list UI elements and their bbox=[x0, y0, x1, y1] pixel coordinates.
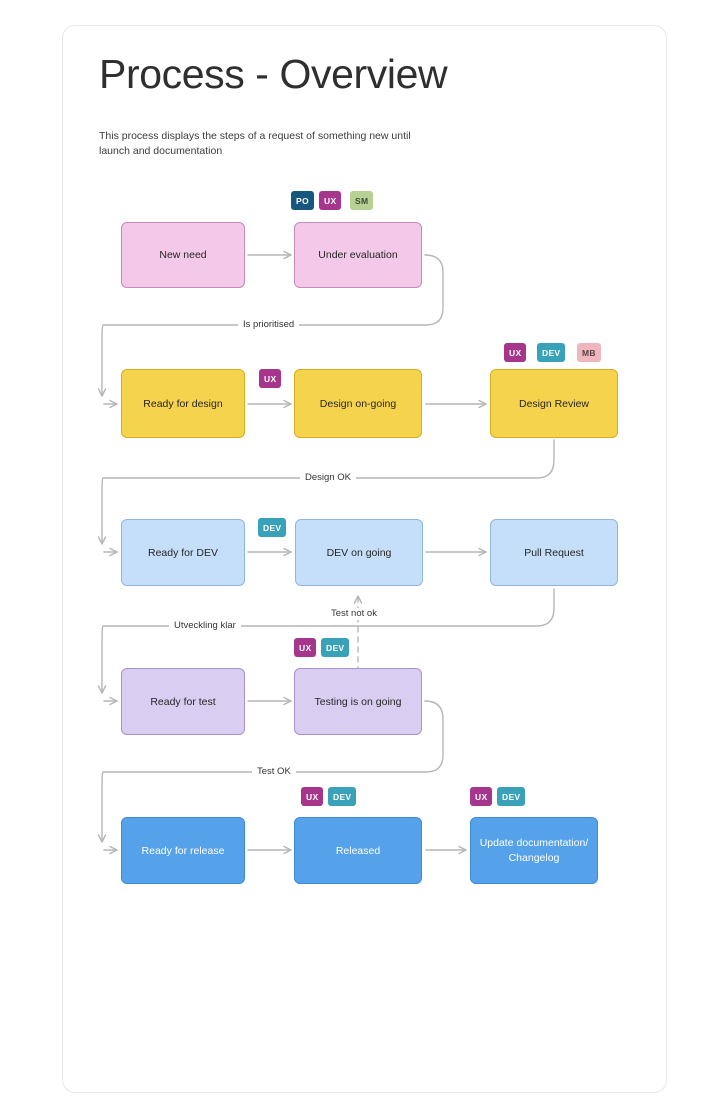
page-subtitle: This process displays the steps of a req… bbox=[99, 130, 411, 157]
node-ready-for-test[interactable]: Ready for test bbox=[121, 668, 245, 735]
tag-ux-design-transition[interactable]: UX bbox=[259, 369, 282, 388]
tag-dev-dev-transition[interactable]: DEV bbox=[258, 518, 287, 537]
page-title: Process - Overview bbox=[99, 51, 448, 97]
edge-label-is-prioritised: Is prioritised bbox=[238, 319, 300, 331]
node-under-evaluation[interactable]: Under evaluation bbox=[294, 222, 422, 288]
node-pull-request[interactable]: Pull Request bbox=[490, 519, 618, 586]
node-design-on-going[interactable]: Design on-going bbox=[294, 369, 422, 438]
edge-label-test-ok: Test OK bbox=[252, 766, 296, 778]
node-new-need[interactable]: New need bbox=[121, 222, 245, 288]
tag-sm-under-evaluation[interactable]: SM bbox=[350, 191, 374, 210]
tag-dev-update-docs[interactable]: DEV bbox=[497, 787, 526, 806]
node-ready-for-design[interactable]: Ready for design bbox=[121, 369, 245, 438]
node-ready-for-dev[interactable]: Ready for DEV bbox=[121, 519, 245, 586]
tag-ux-released[interactable]: UX bbox=[301, 787, 324, 806]
node-dev-on-going[interactable]: DEV on going bbox=[295, 519, 423, 586]
node-released[interactable]: Released bbox=[294, 817, 422, 884]
node-ready-for-release[interactable]: Ready for release bbox=[121, 817, 245, 884]
edge-label-test-not-ok: Test not ok bbox=[326, 608, 382, 620]
node-update-documentation-changelog[interactable]: Update documentation/ Changelog bbox=[470, 817, 598, 884]
tag-dev-testing[interactable]: DEV bbox=[321, 638, 350, 657]
tag-ux-under-evaluation[interactable]: UX bbox=[319, 191, 342, 210]
node-design-review[interactable]: Design Review bbox=[490, 369, 618, 438]
tag-ux-update-docs[interactable]: UX bbox=[470, 787, 493, 806]
tag-dev-released[interactable]: DEV bbox=[328, 787, 357, 806]
tag-mb-design-review[interactable]: MB bbox=[577, 343, 601, 362]
edge-label-design-ok: Design OK bbox=[300, 472, 356, 484]
tag-ux-design-review[interactable]: UX bbox=[504, 343, 527, 362]
tag-po-under-evaluation[interactable]: PO bbox=[291, 191, 314, 210]
tag-dev-design-review[interactable]: DEV bbox=[537, 343, 566, 362]
node-testing-is-on-going[interactable]: Testing is on going bbox=[294, 668, 422, 735]
edge-label-utveckling-klar: Utveckling klar bbox=[169, 620, 241, 632]
tag-ux-testing[interactable]: UX bbox=[294, 638, 317, 657]
